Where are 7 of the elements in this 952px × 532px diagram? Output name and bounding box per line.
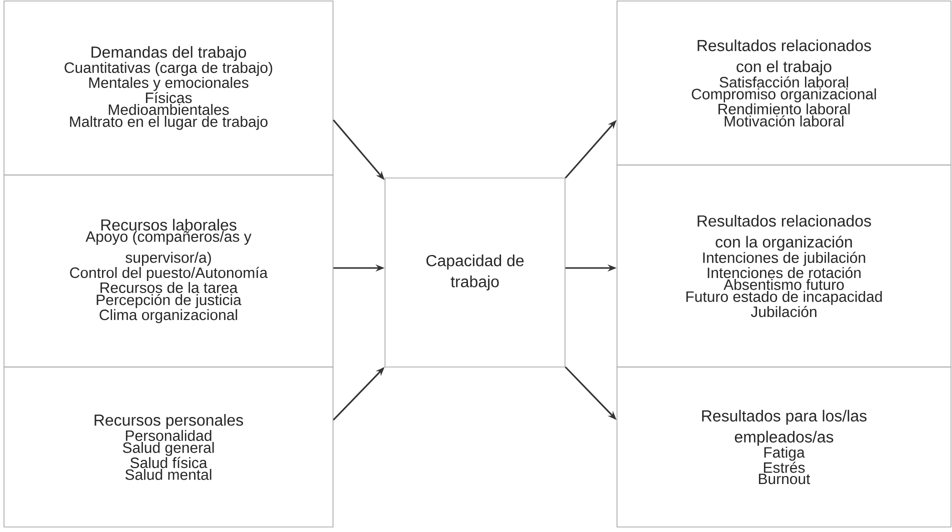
factor-box: Resultados para los/las empleados/as Fatiga Estrés Burnout [616, 366, 952, 528]
center-box: Capacidad de trabajo [384, 178, 566, 368]
factor-box: Resultados relacionados con el trabajo Satisfacción laboral Compromiso organizacional Rendimiento laboral Motivación laboral [616, 0, 952, 166]
factor-box: Resultados relacionados con la organización Intenciones de jubilación Intenciones de rotación Absentismo futuro Futuro estado de incapacidad Jubilación [616, 164, 952, 368]
factor-box: Recursos laborales Apoyo (compañeros/as y supervisor/a) Control del puesto/Autonomía Recursos de la tarea Percepción de justicia Clima organizacional [4, 174, 334, 368]
factor-box: Recursos personales Personalidad Salud general Salud física Salud mental [4, 366, 334, 528]
factor-box: Demandas del trabajo Cuantitativas (carga de trabajo) Mentales y emocionales Físicas Medioambientales Maltrato en el lugar de trabajo [4, 0, 334, 176]
